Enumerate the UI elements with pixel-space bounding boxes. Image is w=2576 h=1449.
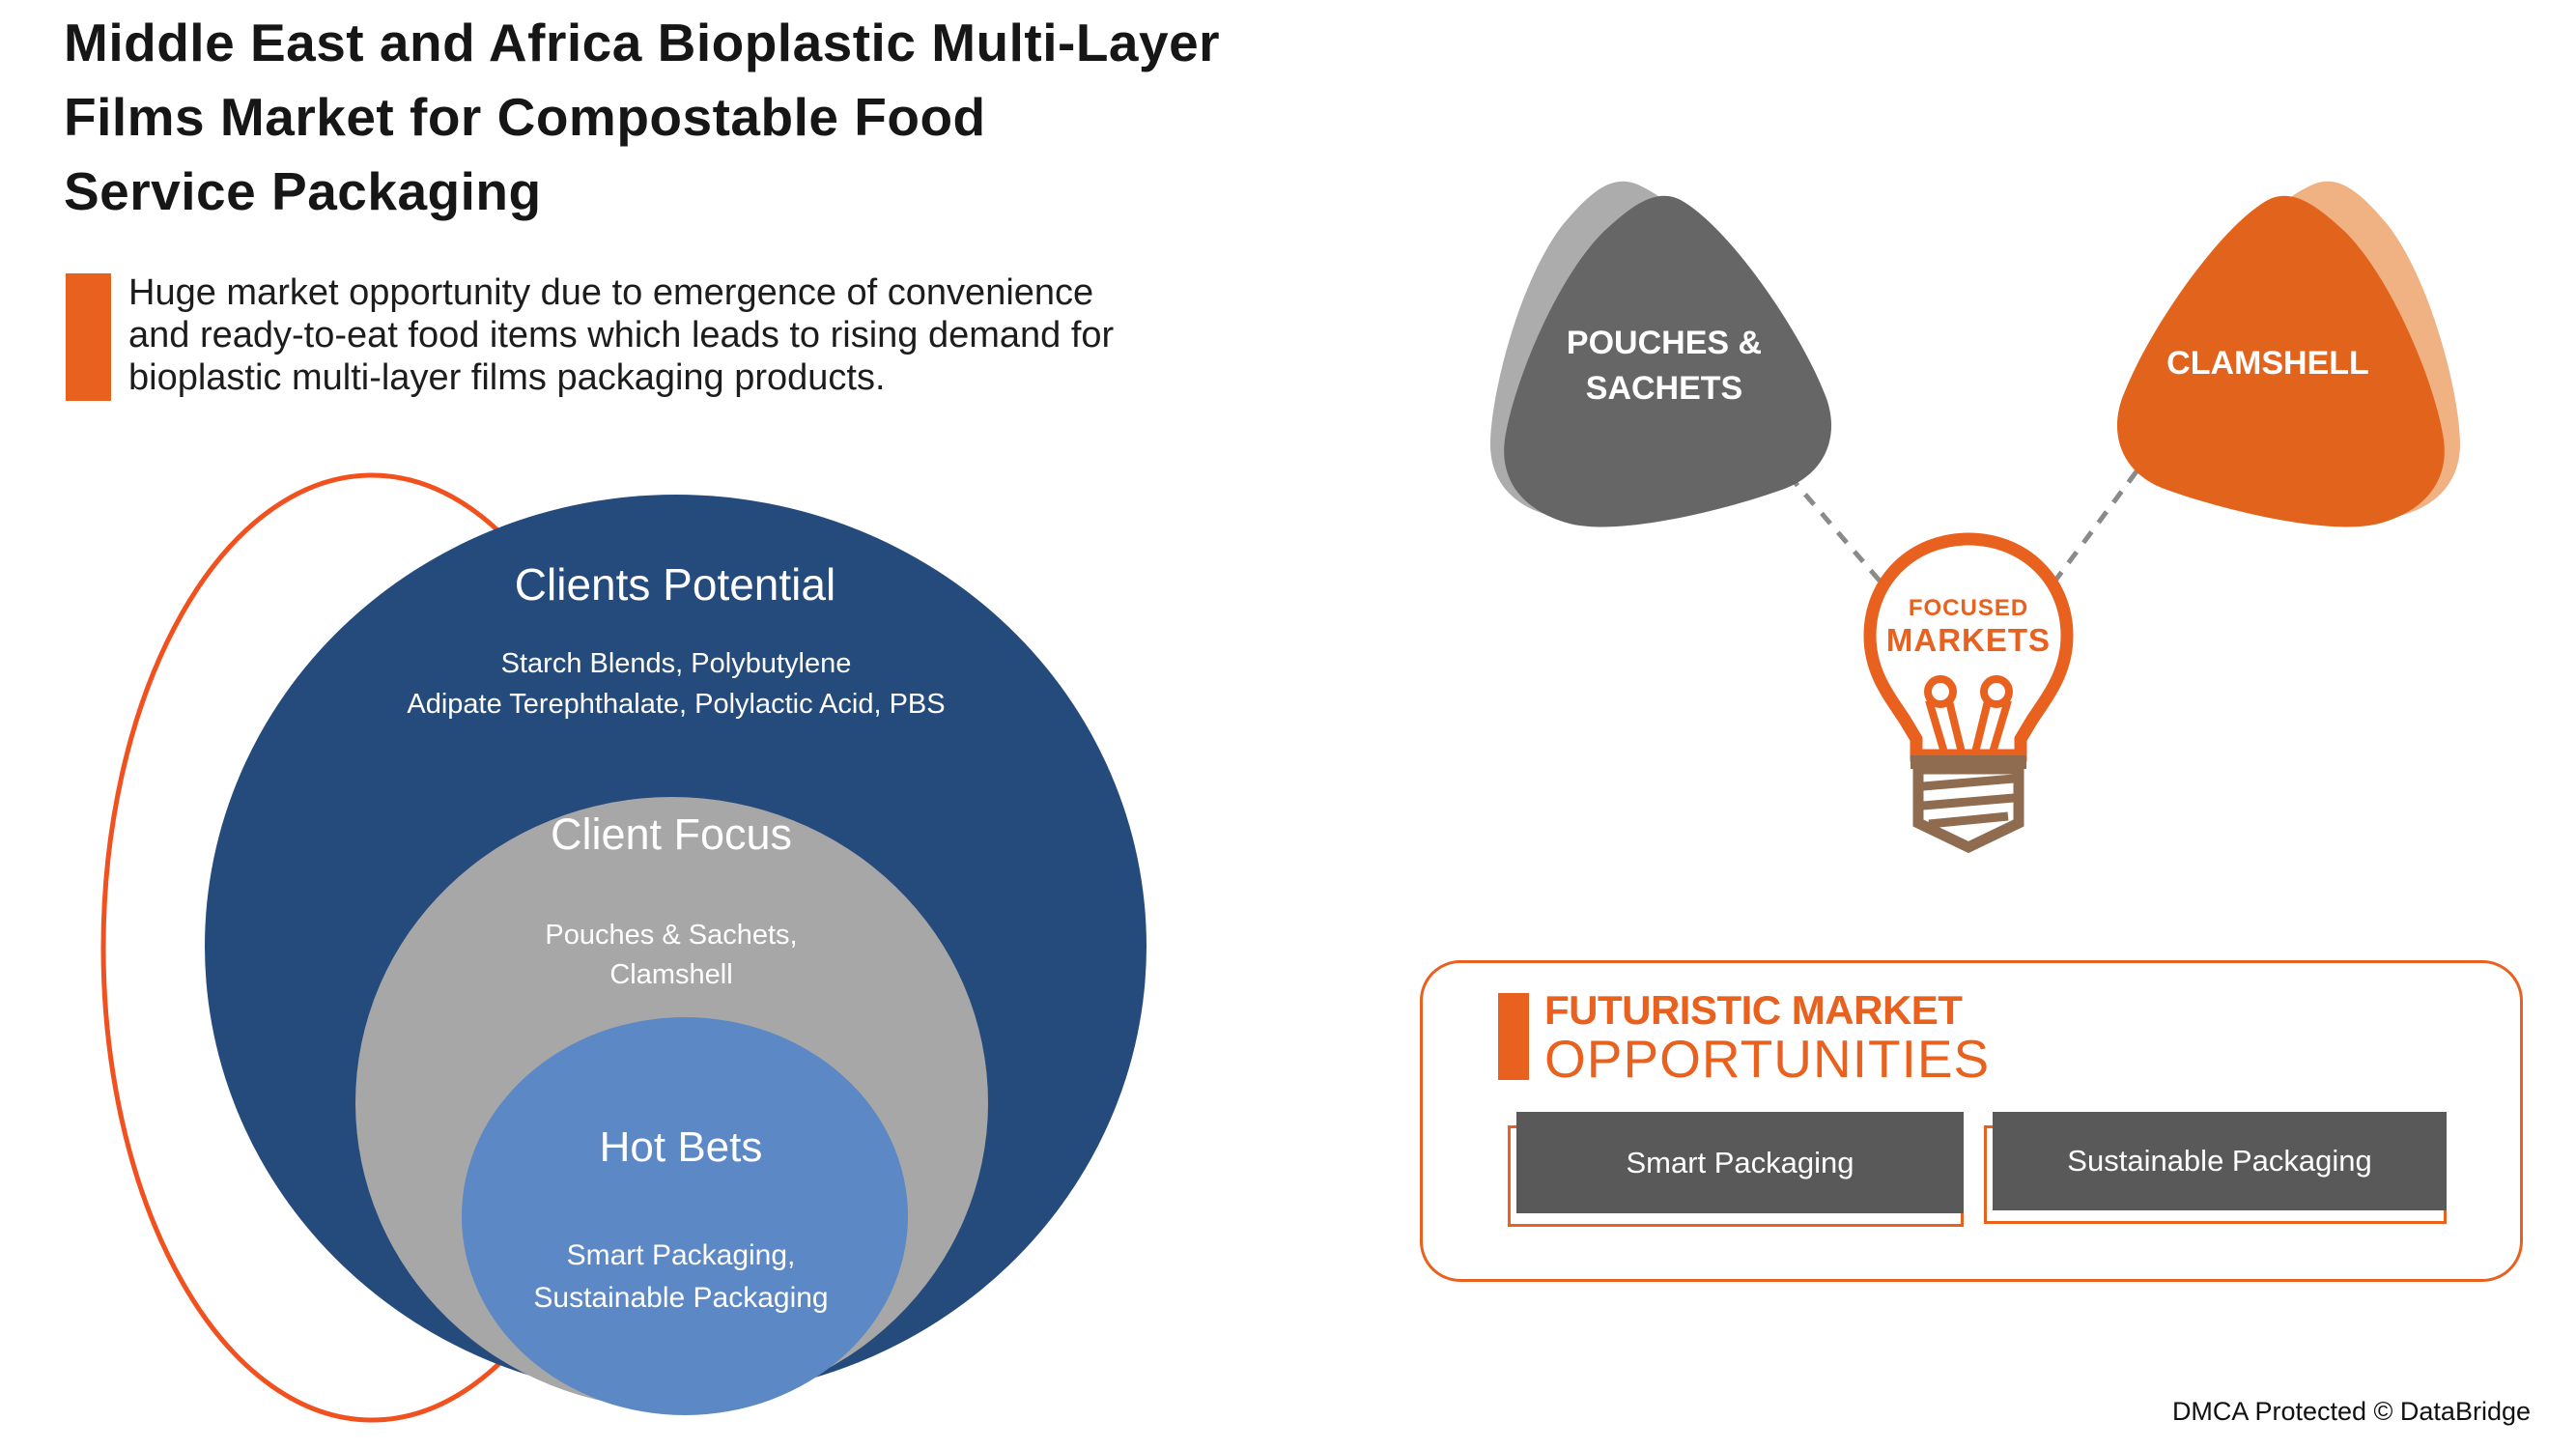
- client-focus-line: Pouches & Sachets,: [545, 920, 798, 951]
- pouches-sachets-label: POUCHES & SACHETS: [1516, 321, 1812, 412]
- focused-label: FOCUSED: [1908, 595, 2029, 621]
- client-focus-title: Client Focus: [550, 810, 793, 859]
- subtitle-accent-bar: [66, 273, 111, 401]
- title-line: Films Market for Compostable Food: [64, 87, 986, 147]
- opportunities-accent-bar: [1498, 993, 1529, 1080]
- opportunities-heading-bottom: OPPORTUNITIES: [1544, 1029, 1991, 1089]
- subtitle-line: Huge market opportunity due to emergence…: [128, 272, 1094, 313]
- pouches-blob-main: [1504, 195, 1832, 527]
- hot-bets-items: Smart Packaging, Sustainable Packaging: [439, 1235, 922, 1320]
- subtitle: Huge market opportunity due to emergence…: [128, 271, 1481, 399]
- dmca-notice: DMCA Protected © DataBridge: [2171, 1397, 2531, 1426]
- bulb-base: [1911, 755, 2026, 854]
- opportunities-heading-top: FUTURISTIC MARKET: [1544, 987, 1963, 1033]
- title-line: Service Packaging: [64, 161, 542, 221]
- clients-potential-items: Starch Blends, Polybutylene Adipate Tere…: [319, 643, 1033, 724]
- subtitle-line: and ready-to-eat food items which leads …: [128, 315, 1115, 355]
- dashed-connector-left: [1787, 473, 1922, 630]
- page-title: Middle East and Africa Bioplastic Multi-…: [64, 6, 1783, 229]
- dashed-connector-right: [2016, 469, 2139, 632]
- hot-bets-circle: [462, 1017, 908, 1415]
- pouches-label-line: SACHETS: [1585, 370, 1743, 407]
- hot-bets-line: Sustainable Packaging: [533, 1282, 829, 1314]
- hot-bets-line: Smart Packaging,: [566, 1239, 796, 1271]
- subtitle-line: bioplastic multi-layer films packaging p…: [128, 357, 886, 398]
- client-focus-line: Clamshell: [609, 959, 733, 990]
- clients-potential-line: Starch Blends, Polybutylene: [500, 648, 852, 679]
- clients-potential-title: Clients Potential: [514, 559, 836, 610]
- title-line: Middle East and Africa Bioplastic Multi-…: [64, 13, 1221, 72]
- lightbulb-icon: [1863, 532, 2074, 854]
- clamshell-blob-main: [2116, 195, 2445, 527]
- client-focus-items: Pouches & Sachets, Clamshell: [430, 916, 913, 995]
- futuristic-opportunities-box: FUTURISTIC MARKET OPPORTUNITIES Smart Pa…: [1420, 960, 2523, 1282]
- clients-potential-line: Adipate Terephthalate, Polylactic Acid, …: [407, 689, 946, 720]
- pouches-label-line: POUCHES &: [1566, 325, 1763, 361]
- sustainable-packaging-button: Sustainable Packaging: [1993, 1112, 2447, 1210]
- smart-packaging-button: Smart Packaging: [1516, 1112, 1964, 1213]
- clamshell-label: CLAMSHELL: [2166, 345, 2369, 382]
- opportunities-heading: FUTURISTIC MARKET OPPORTUNITIES: [1544, 987, 2414, 1089]
- bulb-filament: [1924, 675, 2013, 754]
- hot-bets-title: Hot Bets: [599, 1123, 763, 1171]
- pouches-sachets-blob: [1489, 181, 1832, 527]
- clamshell-blob: [2116, 181, 2461, 527]
- markets-label: MARKETS: [1885, 622, 2052, 658]
